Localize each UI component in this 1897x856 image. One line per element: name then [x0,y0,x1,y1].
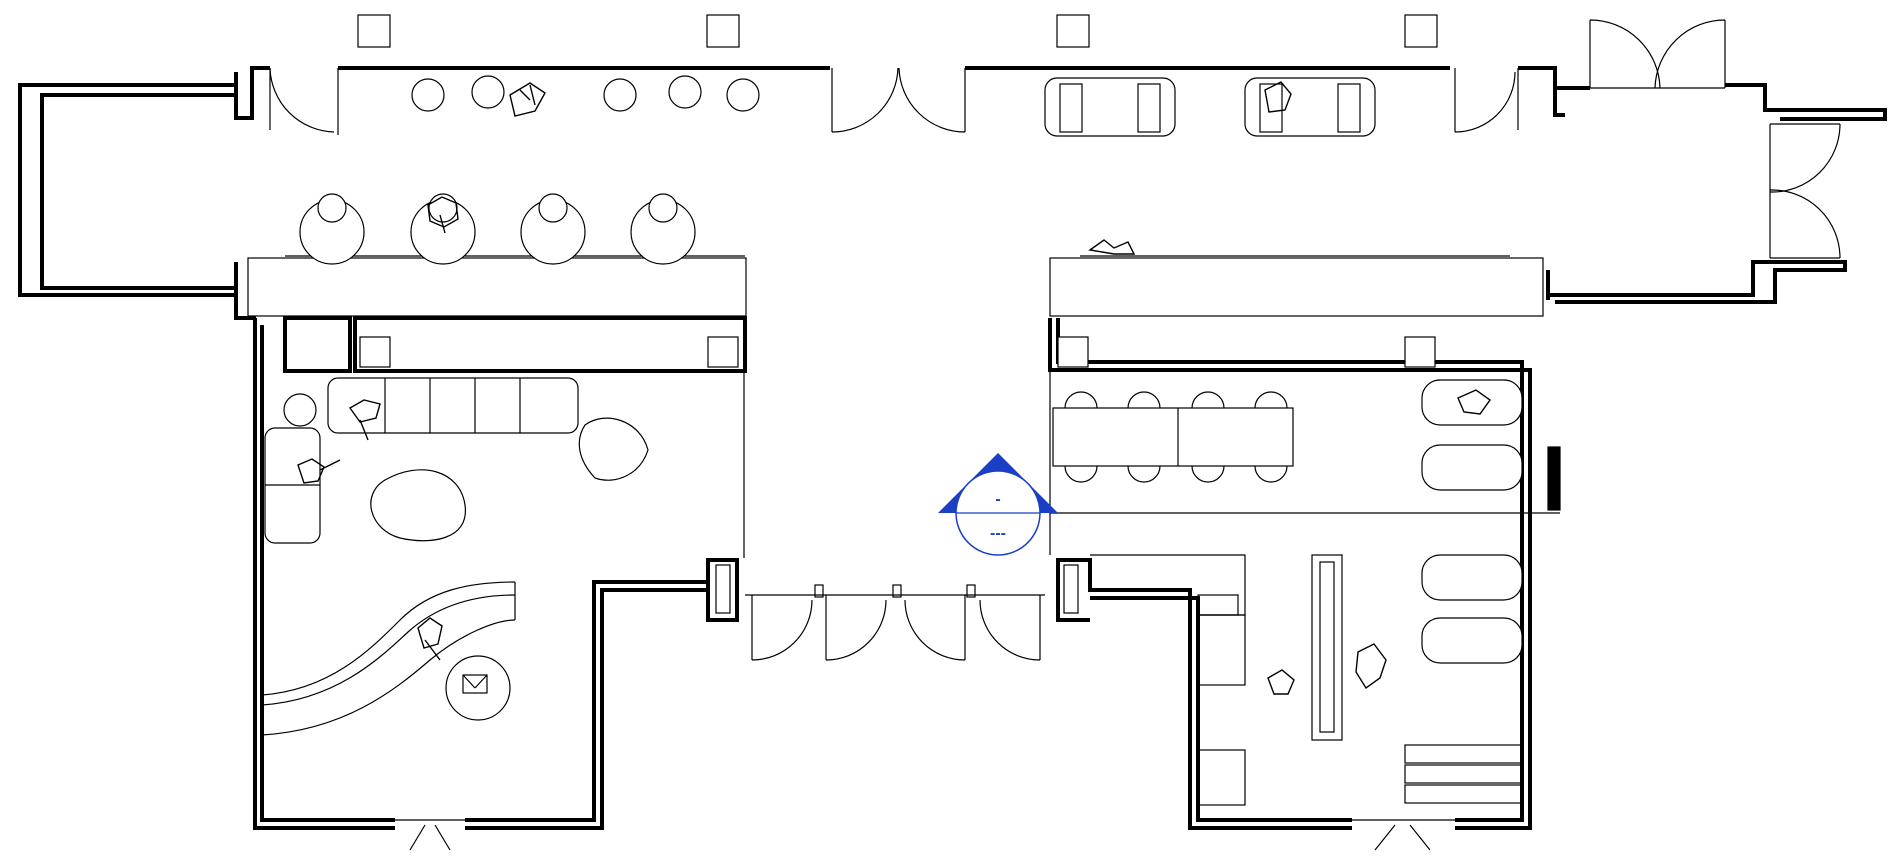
corridor-walls [18,66,1887,320]
center-entry-doors [745,584,1045,661]
right-room-seating [1421,379,1523,664]
doors-bottom [395,819,1455,851]
left-room-walls [253,316,747,830]
left-room-lounge [261,377,649,736]
marker-top-label: - [995,491,1000,508]
section-elevation-marker-icon[interactable]: - --- [938,453,1058,556]
columns-top [357,14,1438,48]
plants [297,81,1491,695]
right-room-kitchen [1090,554,1523,806]
lounge-stools-top [411,75,760,112]
marker-bottom-label: --- [990,525,1006,542]
booth-seating-top [1044,77,1376,137]
right-room-columns [1057,336,1436,368]
corridor-counters [247,255,1544,317]
bar-stools [299,193,696,265]
right-room-dining [1052,391,1294,483]
left-room-columns [359,336,739,368]
doors-top [269,19,1841,259]
